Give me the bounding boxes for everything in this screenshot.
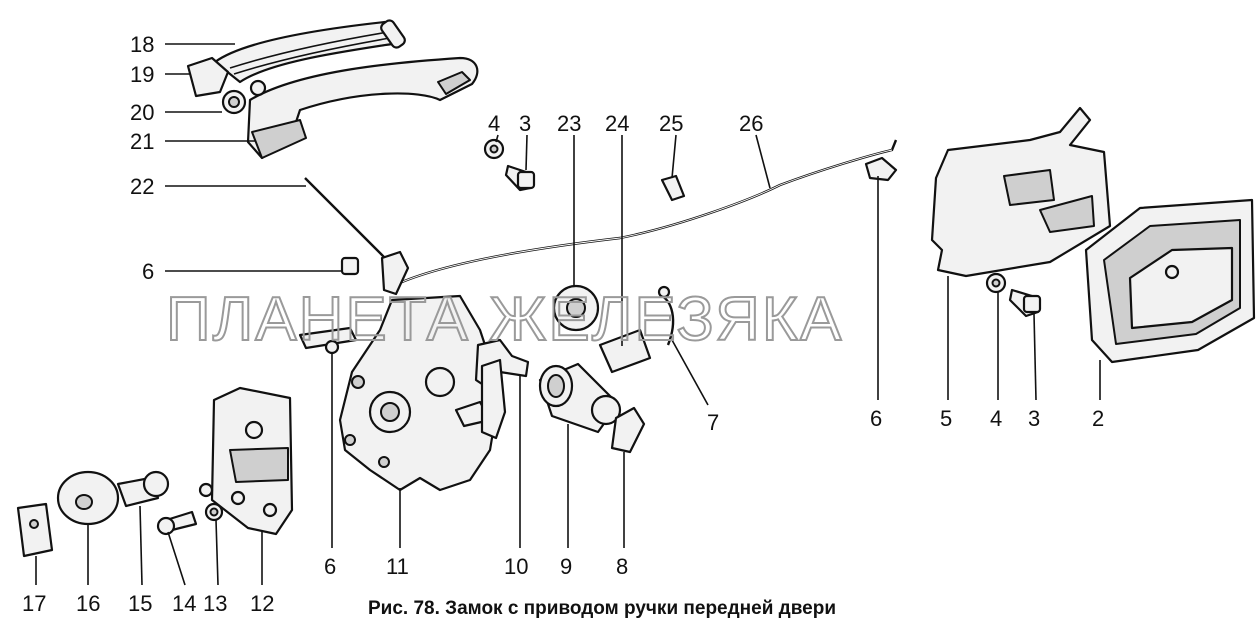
part-label: 7	[707, 410, 719, 435]
lock-body	[298, 250, 502, 492]
lock-cylinder	[538, 362, 646, 454]
part-label: 21	[130, 129, 154, 154]
part-label: 22	[130, 174, 154, 199]
part-label: 16	[76, 591, 100, 616]
part-label: 25	[659, 111, 683, 136]
part-label: 3	[519, 111, 531, 136]
part-label: 23	[557, 111, 581, 136]
part-label: 4	[488, 111, 500, 136]
part-label: 4	[990, 406, 1002, 431]
part-label: 19	[130, 62, 154, 87]
part-label: 12	[250, 591, 274, 616]
part-label: 20	[130, 100, 154, 125]
part-label: 17	[22, 591, 46, 616]
part-label: 10	[504, 554, 528, 579]
part-label: 5	[940, 406, 952, 431]
watermark: ПЛАНЕТА ЖЕЛЕЗЯКА	[166, 285, 843, 354]
part-label: 14	[172, 591, 196, 616]
inner-handle-assembly	[864, 106, 1256, 364]
part-label: 6	[324, 554, 336, 579]
part-label: 8	[616, 554, 628, 579]
top-fasteners	[483, 138, 536, 192]
part-label: 3	[1028, 406, 1040, 431]
part-label: 6	[870, 406, 882, 431]
striker-assembly	[16, 386, 294, 558]
part-label: 18	[130, 32, 154, 57]
part-label: 2	[1092, 406, 1104, 431]
figure-caption: Рис. 78. Замок с приводом ручки передней…	[368, 598, 836, 619]
part-label: 11	[386, 554, 409, 579]
connecting-rods	[304, 139, 898, 287]
part-label: 15	[128, 591, 152, 616]
part-label: 6	[142, 259, 154, 284]
part-labels: 18 19 20 21 22 6 4 3 23 24 25 26 7 6 5 4…	[22, 32, 1104, 616]
outer-handle-assembly	[186, 19, 479, 160]
part-label: 26	[739, 111, 763, 136]
cylinder-parts	[552, 174, 686, 374]
keys	[474, 338, 530, 440]
part-label: 9	[560, 554, 572, 579]
leader-lines	[35, 43, 1101, 586]
part-label: 13	[203, 591, 227, 616]
part-label: 24	[605, 111, 629, 136]
